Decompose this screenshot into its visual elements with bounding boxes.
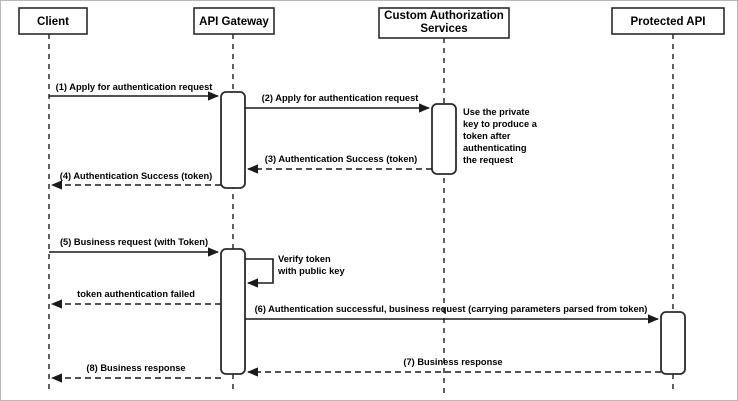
message-label-token-failed: token authentication failed <box>77 289 195 299</box>
activation-protected-api-1 <box>660 311 686 375</box>
activation-api-gateway-1 <box>220 91 246 189</box>
note-line-5: the request <box>463 155 513 165</box>
participant-label-custom-authorization-services-line2: Services <box>420 23 467 35</box>
note-line-4: authenticating <box>463 143 527 153</box>
note-line-1: Use the private <box>463 107 530 117</box>
message-label-5: (5) Business request (with Token) <box>60 237 208 247</box>
message-label-7: (7) Business response <box>403 357 502 367</box>
message-label-self-verify-token-line1: Verify token <box>278 254 331 264</box>
message-labels: (1) Apply for authentication request (2)… <box>56 82 648 373</box>
participant-box-protected-api[interactable] <box>611 7 725 35</box>
message-label-1: (1) Apply for authentication request <box>56 82 213 92</box>
participant-box-custom-authorization-services[interactable] <box>378 7 510 39</box>
note-private-key: Use the private key to produce a token a… <box>463 107 538 165</box>
activation-custom-authorization-1 <box>431 103 457 175</box>
message-label-3: (3) Authentication Success (token) <box>265 154 418 164</box>
message-arrow-self-verify-token <box>245 258 274 288</box>
note-line-3: token after <box>463 131 511 141</box>
message-label-6: (6) Authentication successful, business … <box>255 304 648 314</box>
participant-box-client[interactable] <box>18 7 88 35</box>
activation-bars <box>220 91 686 375</box>
message-label-8: (8) Business response <box>86 363 185 373</box>
participant-label-client: Client <box>37 16 69 28</box>
participant-label-protected-api: Protected API <box>631 16 706 28</box>
note-line-2: key to produce a <box>463 119 538 129</box>
participant-box-api-gateway[interactable] <box>193 7 275 35</box>
participant-label-api-gateway: API Gateway <box>199 16 269 28</box>
participant-label-custom-authorization-services-line1: Custom Authorization <box>384 10 504 22</box>
message-arrows <box>49 91 661 383</box>
participant-heads: Client API Gateway Custom Authorization … <box>18 7 725 39</box>
message-label-4: (4) Authentication Success (token) <box>60 171 213 181</box>
message-label-self-verify-token-line2: with public key <box>277 266 345 276</box>
activation-api-gateway-2 <box>220 248 246 375</box>
message-label-2: (2) Apply for authentication request <box>262 93 419 103</box>
